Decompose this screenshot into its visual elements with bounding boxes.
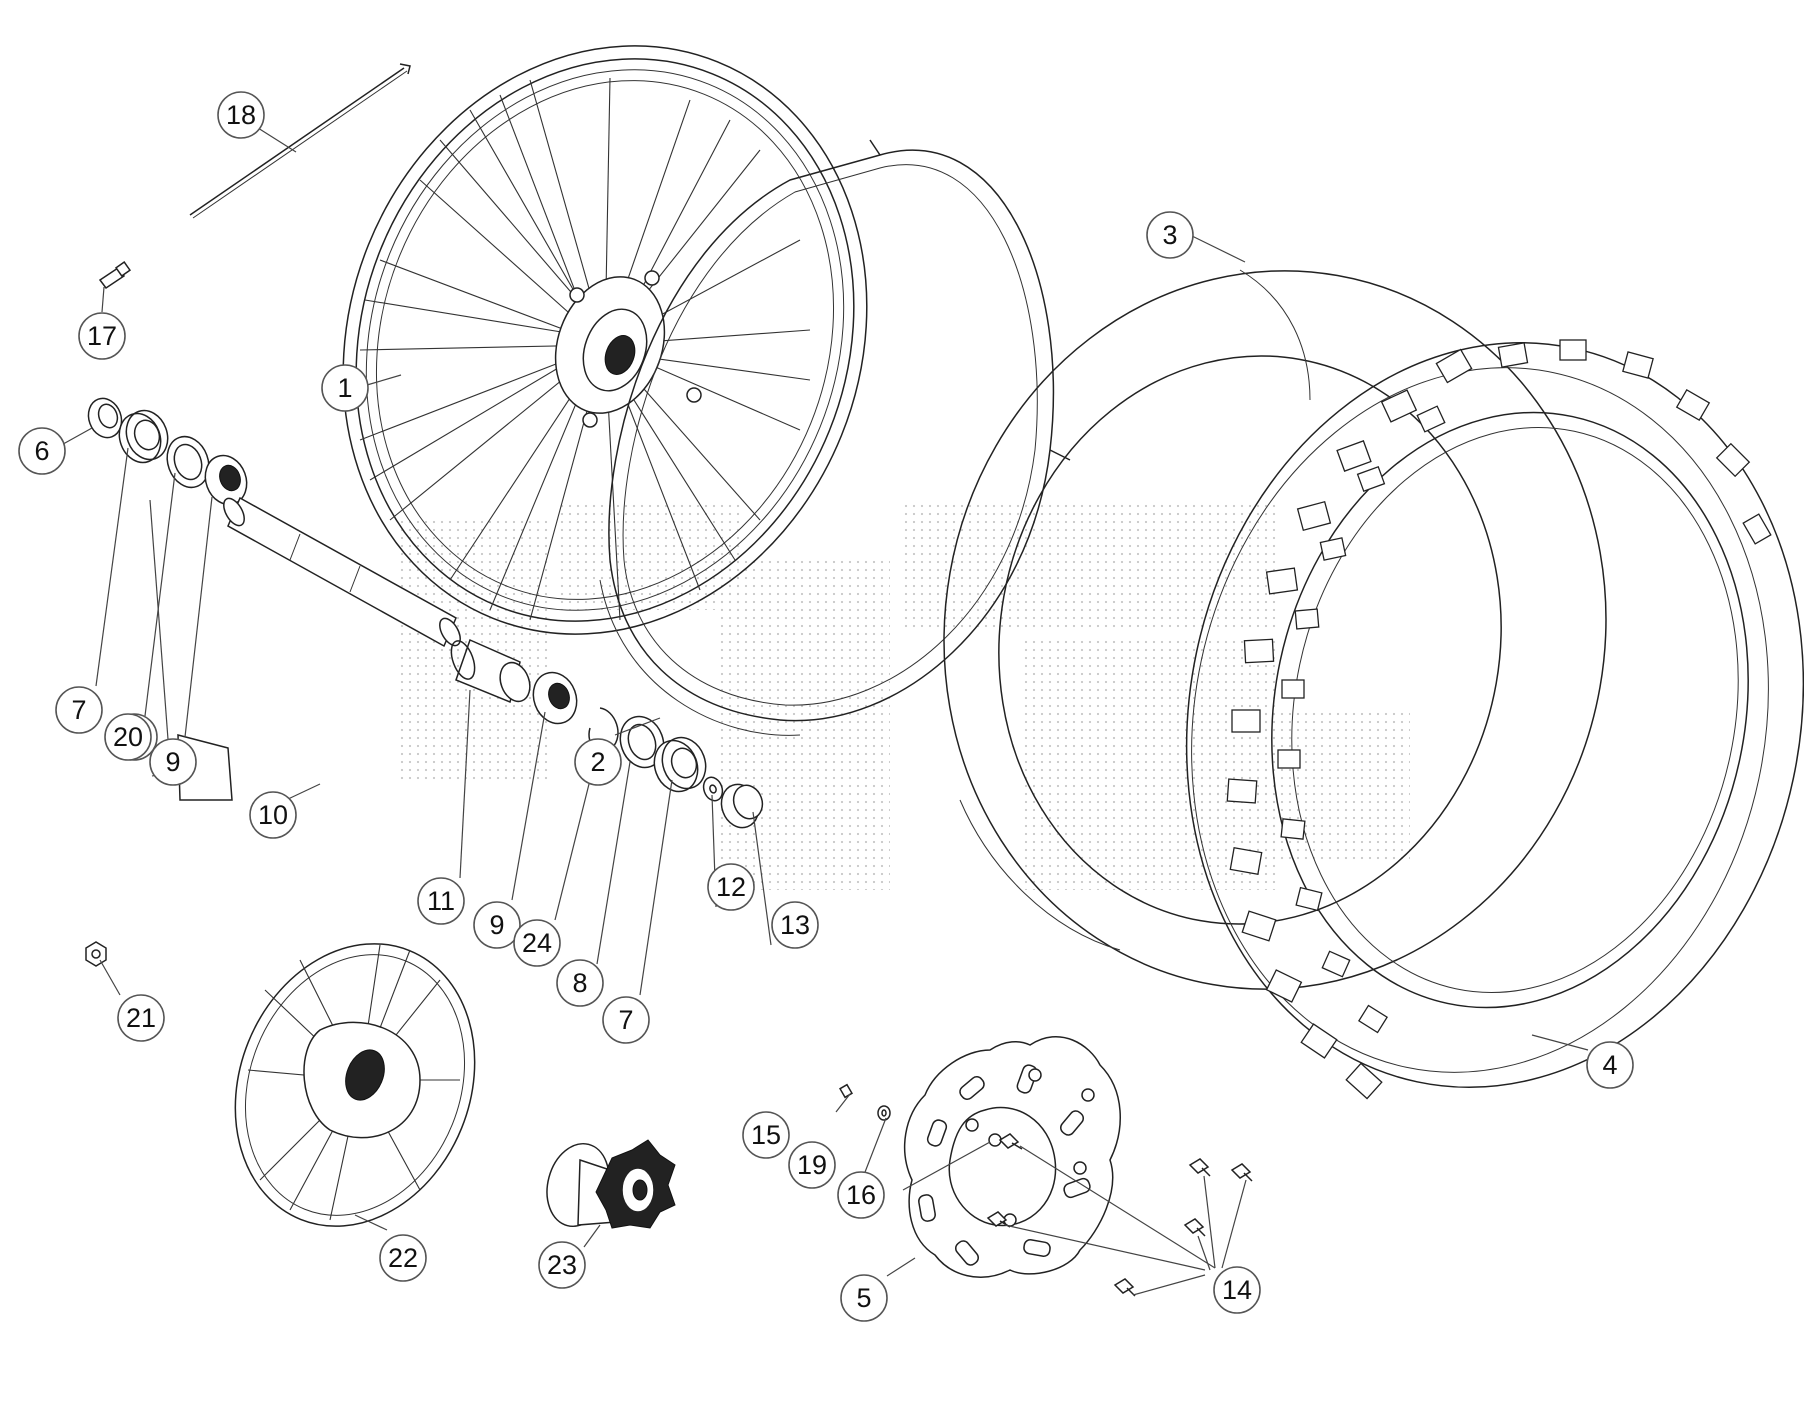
callout-22: 22	[379, 1234, 427, 1282]
callout-21: 21	[117, 994, 165, 1042]
part-wheel-thumbnail	[234, 943, 476, 1227]
svg-text:9: 9	[489, 910, 504, 940]
callout-12: 12	[707, 863, 755, 911]
part-brake-disc	[904, 1035, 1121, 1278]
svg-text:20: 20	[113, 722, 143, 752]
callouts: 1 2 3 4 5 6 7 8 9 10 11 9 24 8 7 12 13 1…	[18, 91, 1634, 1322]
callout-7-right: 7	[602, 996, 650, 1044]
part-disc-bolts	[986, 1133, 1253, 1297]
svg-text:12: 12	[716, 872, 746, 902]
bolt	[1183, 1218, 1206, 1237]
part-spacer-left	[118, 409, 169, 464]
callout-20: 20	[104, 713, 152, 761]
part-ring-left	[166, 435, 210, 489]
bolt	[1188, 1158, 1211, 1177]
part-spoke-nipple	[98, 260, 132, 290]
part-hub	[546, 1139, 676, 1229]
bolt	[986, 1211, 1011, 1228]
svg-text:3: 3	[1162, 220, 1177, 250]
callout-24: 24	[513, 919, 561, 967]
svg-text:17: 17	[87, 321, 117, 351]
callout-13: 13	[771, 901, 819, 949]
part-rim-tape	[599, 139, 1071, 736]
callout-11: 11	[417, 877, 465, 925]
wheel-hub	[554, 270, 702, 428]
part-spoke	[189, 63, 411, 219]
callout-3: 3	[1146, 211, 1194, 259]
svg-text:2: 2	[590, 747, 605, 777]
part-seal-left	[87, 397, 123, 439]
svg-text:10: 10	[258, 800, 288, 830]
callout-10: 10	[249, 791, 297, 839]
part-inner-tube	[943, 269, 1607, 990]
part-washer	[702, 776, 724, 802]
callout-16: 16	[837, 1171, 885, 1219]
svg-text:6: 6	[34, 436, 49, 466]
callout-23: 23	[538, 1241, 586, 1289]
callout-6: 6	[18, 427, 66, 475]
svg-text:7: 7	[71, 695, 86, 725]
part-tire	[1185, 339, 1804, 1100]
svg-text:13: 13	[780, 910, 810, 940]
bolt	[1113, 1278, 1136, 1297]
part-axle	[223, 496, 461, 648]
part-bearing-left	[204, 454, 248, 506]
svg-text:15: 15	[751, 1120, 781, 1150]
svg-text:18: 18	[226, 100, 256, 130]
svg-text:19: 19	[797, 1150, 827, 1180]
callout-5: 5	[840, 1274, 888, 1322]
svg-text:24: 24	[522, 928, 552, 958]
svg-text:7: 7	[618, 1005, 633, 1035]
part-small-washer	[877, 1105, 891, 1121]
callout-17: 17	[78, 312, 126, 360]
callout-8-right: 8	[556, 959, 604, 1007]
svg-text:11: 11	[427, 886, 455, 916]
svg-text:14: 14	[1222, 1275, 1252, 1305]
part-valve-nut	[85, 941, 107, 967]
part-axle-nut	[720, 783, 764, 829]
callout-9: 9	[149, 738, 197, 786]
callout-1: 1	[321, 364, 369, 412]
svg-text:16: 16	[846, 1180, 876, 1210]
svg-text:9: 9	[165, 747, 180, 777]
callout-18: 18	[217, 91, 265, 139]
callout-15: 15	[742, 1111, 790, 1159]
leader-lines	[55, 127, 1589, 1296]
svg-text:5: 5	[856, 1283, 871, 1313]
svg-text:21: 21	[126, 1003, 156, 1033]
callout-4: 4	[1586, 1041, 1634, 1089]
part-axle-sleeve	[450, 638, 531, 704]
callout-7: 7	[55, 686, 103, 734]
tire-tread	[1226, 339, 1772, 1100]
bolt	[998, 1133, 1023, 1150]
part-spacer-right	[653, 736, 707, 793]
part-small-screw	[839, 1083, 853, 1099]
svg-text:22: 22	[388, 1243, 418, 1273]
svg-text:8: 8	[572, 968, 587, 998]
callout-19: 19	[788, 1141, 836, 1189]
callout-9-right: 9	[473, 901, 521, 949]
svg-text:1: 1	[337, 373, 352, 403]
bolt	[1230, 1163, 1253, 1182]
callout-2: 2	[574, 738, 622, 786]
svg-text:4: 4	[1602, 1050, 1617, 1080]
part-bearing-right	[532, 671, 578, 725]
callout-14: 14	[1213, 1266, 1261, 1314]
svg-text:23: 23	[547, 1250, 577, 1280]
